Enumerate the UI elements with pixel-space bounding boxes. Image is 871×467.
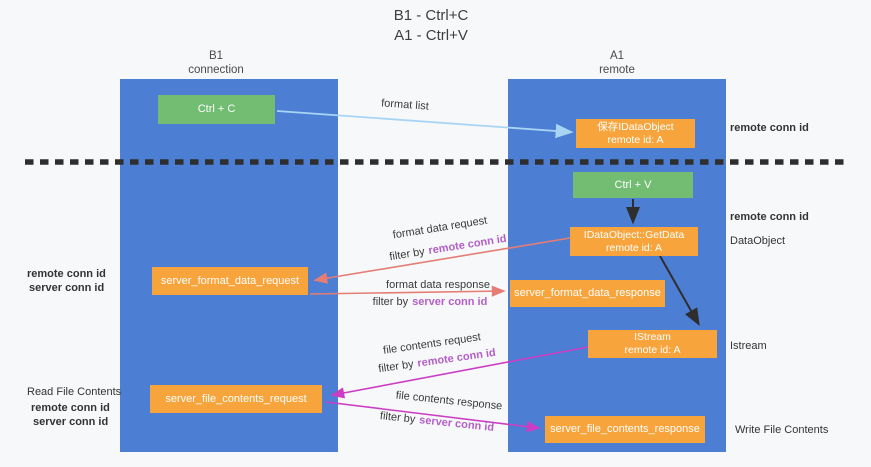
annotation-remote-conn-id-2: remote conn id — [730, 211, 809, 223]
node-server-file-contents-response: server_file_contents_response — [545, 416, 705, 443]
node-format-response-label: server_format_data_response — [514, 287, 661, 299]
label-format-list: format list — [380, 97, 430, 113]
node-server-file-contents-request: server_file_contents_request — [150, 385, 322, 413]
node-format-request-label: server_format_data_request — [160, 274, 300, 287]
node-ctrl-c: Ctrl + C — [158, 95, 275, 124]
node-getdata-line2: remote id: A — [605, 241, 663, 254]
label-file-contents-response: file contents response — [395, 389, 503, 413]
node-file-response-label: server_file_contents_response — [550, 423, 700, 435]
right-column-name: A1 — [609, 50, 625, 62]
node-server-format-data-response: server_format_data_response — [510, 280, 665, 307]
filter-by-text: filter by — [372, 296, 409, 308]
filter-by-text: filter by — [379, 410, 416, 426]
node-istream: IStream remote id: A — [588, 330, 717, 358]
right-column-role: remote — [599, 64, 635, 76]
server-conn-id-text: server conn id — [412, 296, 488, 308]
node-getdata-line1: IDataObject::GetData — [583, 228, 685, 241]
server-conn-id-text: server conn id — [418, 414, 495, 434]
left-column-role: connection — [188, 64, 244, 76]
node-istream-line2: remote id: A — [624, 344, 681, 356]
node-file-request-label: server_file_contents_request — [165, 392, 307, 405]
node-ctrl-v-label: Ctrl + V — [614, 178, 652, 191]
node-save-idataobject: 保存IDataObject remote id: A — [576, 119, 695, 148]
arrow-format-data-response — [309, 285, 506, 297]
annotation-remote-conn-id-1: remote conn id — [730, 122, 809, 134]
annotation-left-server-conn-id-2: server conn id — [33, 416, 109, 428]
annotation-read-file-contents: Read File Contents — [27, 386, 122, 398]
node-save-idataobject-line2: remote id: A — [607, 133, 664, 146]
annotation-left-remote-conn-id-2: remote conn id — [31, 402, 110, 414]
annotation-istream: Istream — [730, 340, 767, 352]
node-idataobject-getdata: IDataObject::GetData remote id: A — [570, 227, 698, 256]
filter-by-text: filter by — [388, 245, 426, 264]
annotation-write-file-contents: Write File Contents — [735, 424, 829, 436]
node-save-idataobject-line1: 保存IDataObject — [597, 120, 674, 133]
node-ctrl-v: Ctrl + V — [573, 172, 693, 198]
annotation-left-server-conn-id-1: server conn id — [29, 282, 105, 294]
node-server-format-data-request: server_format_data_request — [152, 267, 308, 295]
node-istream-line1: IStream — [634, 331, 671, 343]
diagram-title-line1: B1 - Ctrl+C — [393, 7, 469, 24]
label-format-data-response: format data response — [386, 279, 490, 291]
left-column-name: B1 — [208, 50, 224, 62]
annotation-dataobject: DataObject — [730, 235, 786, 247]
annotation-left-remote-conn-id-1: remote conn id — [27, 268, 106, 280]
filter-by-text: filter by — [377, 358, 415, 376]
remote-conn-id-text: remote conn id — [427, 232, 508, 258]
node-ctrl-c-label: Ctrl + C — [197, 103, 236, 115]
diagram-title-line2: A1 - Ctrl+V — [394, 27, 468, 44]
